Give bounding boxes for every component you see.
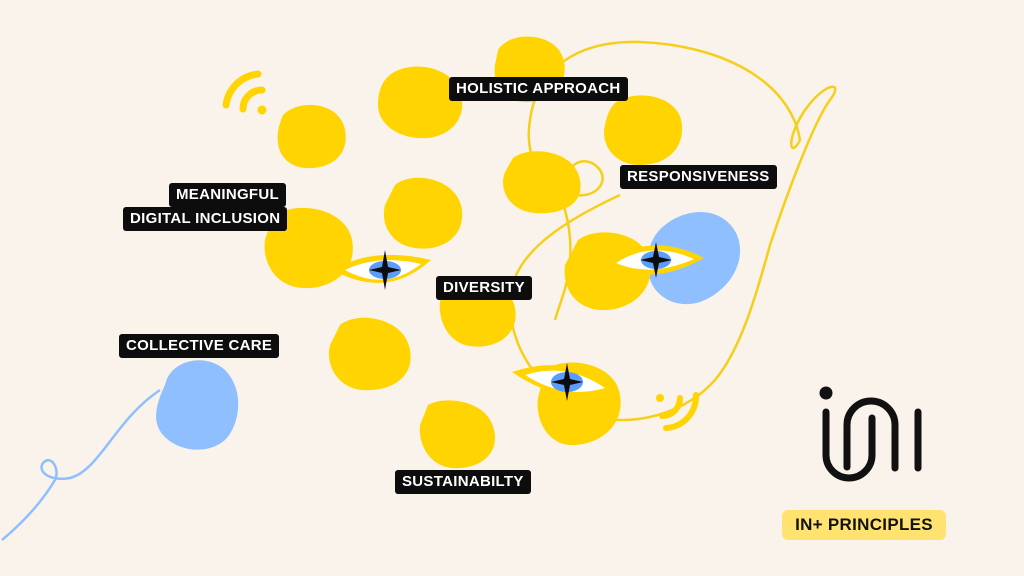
in-plus-principles-badge: IN+ PRINCIPLES [782,510,946,540]
label-collective-care: COLLECTIVE CARE [119,334,280,358]
label-holistic-approach: HOLISTIC APPROACH [449,77,628,101]
label-digital-inclusion: DIGITAL INCLUSION [123,207,288,231]
eye-icon [512,363,615,401]
yellow-blob [277,104,346,169]
label-diversity: DIVERSITY [436,276,532,300]
yellow-blob [604,95,683,165]
yellow-blob [378,66,463,139]
blue-blob-left [156,360,239,450]
yellow-blobs [264,36,683,469]
label-sustainability: SUSTAINABILTY [395,470,531,494]
eye-icon [333,250,431,290]
yellow-blob [419,400,495,469]
blue-line [1,388,161,541]
yellow-blob [503,151,581,214]
yellow-blob [328,317,411,391]
eye-icon [604,242,704,278]
label-meaningful: MEANINGFUL [169,183,286,207]
label-responsiveness: RESPONSIVENESS [620,165,777,189]
wifi-signal-icon [222,70,267,115]
yellow-blob [383,177,463,249]
in-plus-logo-icon [819,386,922,482]
wifi-signal-icon [656,392,700,431]
